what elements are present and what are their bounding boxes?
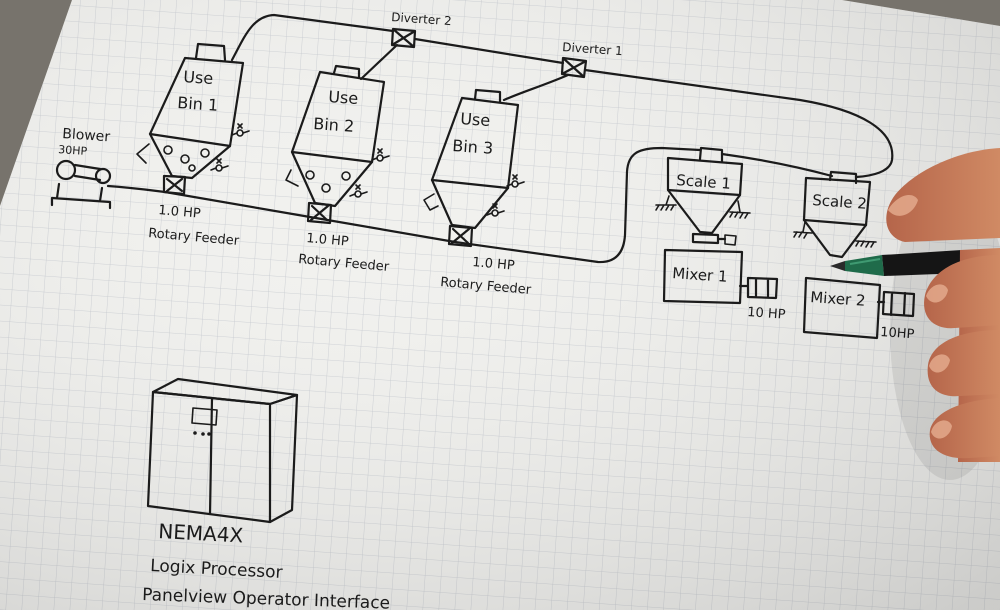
bin-3-label-use: Use (460, 109, 491, 130)
valve-icon (210, 158, 229, 172)
blower-hp-label: 30HP (58, 143, 88, 158)
diverter-2-label: Diverter 2 (391, 10, 452, 28)
valve-icon (231, 123, 250, 137)
diverter-branch-lines (359, 43, 570, 102)
use-bin-2: Use Bin 2 (285, 64, 390, 208)
ring-finger (929, 398, 1000, 459)
nema-4x-control-cabinet: NEMA4X Logix Processor Panelview Operato… (142, 377, 390, 610)
mixer-2-motor-hp-label: 10HP (880, 325, 915, 342)
bin-2-label-name: Bin 2 (313, 114, 355, 136)
valve-icon (349, 184, 368, 198)
conveying-line-top (230, 13, 894, 179)
mixer-1-label: Mixer 1 (672, 264, 728, 286)
scale-2: Scale 2 (793, 170, 877, 259)
diverter-1-label: Diverter 1 (562, 40, 623, 58)
scale-2-label: Scale 2 (812, 191, 868, 213)
scale-1: Scale 1 (655, 146, 751, 246)
mixer-1-motor-icon (746, 276, 779, 300)
mixer-2-label: Mixer 2 (810, 288, 866, 310)
mixer-1-motor-hp-label: 10 HP (747, 305, 786, 323)
bin-1-label-name: Bin 1 (177, 93, 219, 115)
valve-icon (371, 148, 390, 162)
bin-3-label-name: Bin 3 (452, 136, 494, 158)
bin-1-label-use: Use (183, 67, 214, 88)
mixer-2-motor-icon (881, 290, 916, 318)
valve-icon (506, 174, 525, 188)
diverter-2: Diverter 2 (391, 10, 452, 49)
diverter-1: Diverter 1 (560, 40, 623, 79)
feeder-3-hp-label: 1.0 HP (472, 255, 516, 274)
blower-label: Blower (62, 126, 111, 145)
scale-crossover-line (720, 152, 834, 178)
thumb (886, 148, 1000, 242)
operator-screen-icon (191, 407, 218, 426)
valve-icon (486, 203, 505, 217)
cabinet-enclosure-label: NEMA4X (158, 519, 244, 547)
scale-1-label: Scale 1 (676, 171, 732, 193)
hand-with-pencil (830, 148, 1000, 480)
pencil-icon (830, 250, 964, 276)
mixer-1: Mixer 1 10 HP (662, 248, 786, 323)
feeder-2-hp-label: 1.0 HP (306, 231, 350, 250)
blower: Blower 30HP (50, 126, 112, 210)
index-finger (924, 255, 1000, 329)
feeder-1-hp-label: 1.0 HP (158, 203, 202, 222)
mixer-2: Mixer 2 10HP (802, 276, 916, 342)
conveying-line-bottom (106, 146, 702, 264)
middle-finger (927, 330, 1000, 397)
bin-2-label-use: Use (328, 87, 359, 108)
